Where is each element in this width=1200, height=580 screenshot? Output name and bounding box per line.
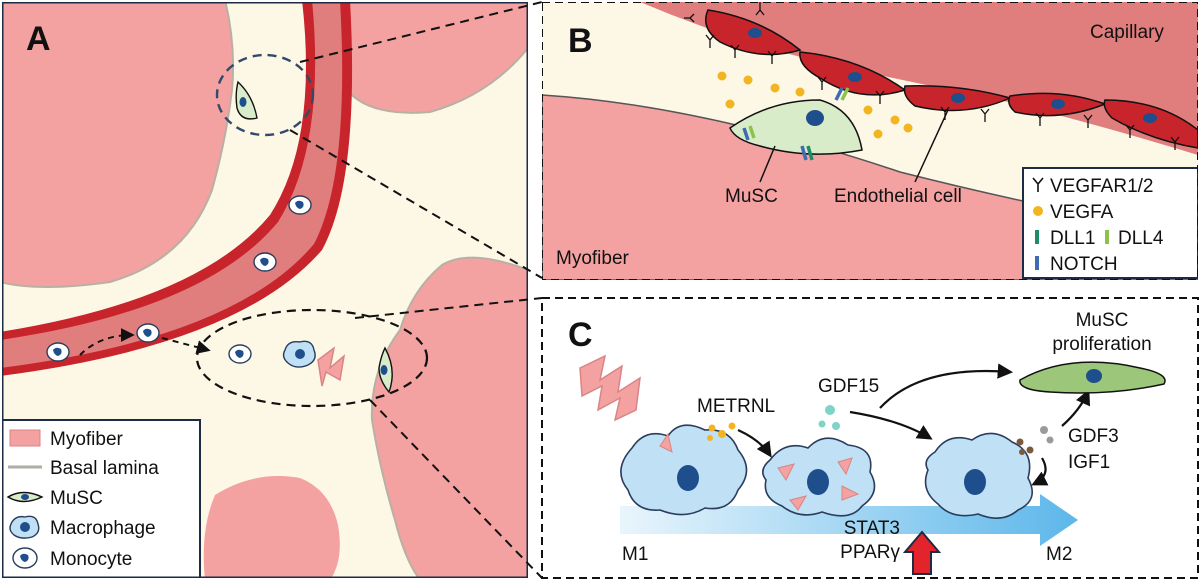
metrnl-label: METRNL [697,396,775,417]
zoom-connector [369,399,543,579]
musc-cell-b [729,99,863,155]
gdf15-label: GDF15 [818,376,879,397]
m2-autocrine-arrow [1031,457,1049,486]
m2-to-musc-arrow [1061,389,1091,427]
macrophage-m2 [924,432,1034,519]
musc-proliferation-label-line2: proliferation [1052,334,1151,355]
gdf15-to-musc-arrow [879,363,1014,409]
vessel-lumen [2,2,343,368]
notch-dll-markers [742,87,850,161]
musc-cell-c [1019,361,1166,394]
musc-proliferation-label-line1: MuSC [1076,310,1129,331]
monocyte [253,252,277,272]
endothelial-cell [705,9,802,56]
extravasation-arrow [161,337,211,354]
musc-label-b: MuSC [725,186,778,207]
ppar-label: PPARγ [840,542,900,563]
zoom-region-c [195,308,429,408]
monocyte [46,342,70,362]
metrnl-dots [707,422,736,441]
gdf3-label: GDF3 [1068,426,1119,447]
panel-a: A Myofiber Basal lamina MuSC Macrophage … [2,2,528,578]
legend-myofiber-swatch [9,429,41,447]
stat3-label: STAT3 [844,518,900,539]
legend-vegfar-label: VEGFAR1/2 [1050,176,1154,197]
macrophage-intermediate [762,437,876,517]
legend-vegfa-icon [1033,206,1043,216]
capillary-label: Capillary [1090,22,1164,43]
upregulation-arrow [902,530,942,575]
gdf15-dots [818,405,840,430]
legend-basal-lamina-label: Basal lamina [50,458,159,479]
legend-musc-icon [6,491,44,503]
musc-pointer [759,145,776,183]
endothelial-cell [799,51,907,96]
myofiber-label-b: Myofiber [556,248,630,269]
myofiber-right [370,256,528,578]
macrophage-m1 [620,424,748,516]
gdf3-igf1-dots [1016,426,1054,455]
legend-dll1-label: DLL1 [1050,228,1095,249]
endothelial-label: Endothelial cell [834,186,962,207]
monocyte [288,195,312,215]
panel-b-letter: B [568,22,593,60]
legend-dll1-icon [1035,230,1039,244]
m2-label: M2 [1046,544,1072,565]
legend-a: Myofiber Basal lamina MuSC Macrophage Mo… [2,419,201,578]
endothelial-cell [1103,99,1198,149]
legend-dll4-icon [1105,230,1109,244]
zoom-connector [354,297,543,319]
legend-macrophage-label: Macrophage [50,518,156,539]
legend-notch-icon [1035,256,1039,270]
damaged-myofiber-c [579,354,641,422]
vegfar-receptors [684,2,1180,150]
monocyte [136,323,160,343]
panel-c: METRNL GDF15 [541,297,1199,579]
legend-b: VEGFAR1/2 VEGFA DLL1 DLL4 NOTCH [1022,167,1198,279]
legend-monocyte-label: Monocyte [50,549,132,570]
m1-label: M1 [622,544,648,565]
gdf15-to-m2-arrow [849,410,933,440]
panel-b: Capillary MuSC Endothelial cell Myofiber… [542,2,1198,280]
musc-cell [235,80,258,120]
panel-a-letter: A [26,20,51,58]
legend-notch-label: NOTCH [1050,254,1118,275]
vegfa-dots [717,71,913,139]
legend-vegfar-icon [1032,177,1044,192]
musc-cell [378,346,393,394]
endothelial-cell [903,85,1013,112]
legend-myofiber-label: Myofiber [50,429,124,450]
legend-vegfa-label: VEGFA [1050,202,1114,223]
zoom-connector [299,1,543,63]
legend-macrophage-icon [9,515,40,539]
monocyte [228,344,252,364]
zoom-region-b [215,53,315,137]
endothelial-cell [1008,92,1108,117]
panel-c-letter: C [568,316,593,354]
damaged-myofiber-fragment [317,346,346,387]
igf1-label: IGF1 [1068,452,1110,473]
legend-musc-label: MuSC [50,488,103,509]
zoom-connector [289,129,543,279]
monocyte-path-arrow [79,328,135,356]
endothelial-pointer [914,109,949,183]
legend-monocyte-icon [12,547,38,569]
metrnl-arrow [737,428,772,458]
legend-dll4-label: DLL4 [1118,228,1164,249]
myofiber-bottom-left [203,476,340,578]
macrophage [282,340,316,368]
